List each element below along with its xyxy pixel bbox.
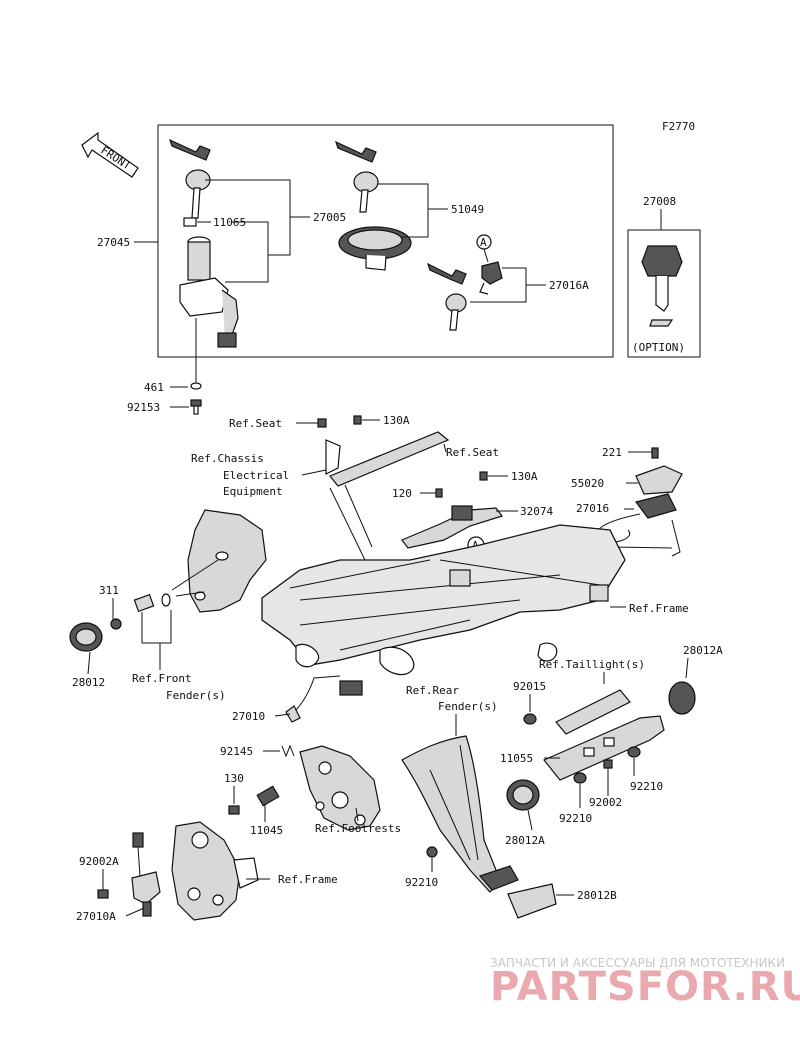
- option-key-icon: [641, 245, 683, 327]
- bolt-icon: [97, 889, 109, 899]
- callout-92153: 92153: [127, 401, 160, 414]
- callout-27005: 27005: [313, 211, 346, 224]
- callout-311: 311: [99, 584, 119, 597]
- fuel-cap: [338, 226, 412, 271]
- callout-55020: 55020: [571, 477, 604, 490]
- main-frame: [261, 524, 626, 676]
- callout-92015: 92015: [513, 680, 546, 693]
- watermark-logo: PARTSFOR.RU: [490, 964, 800, 1010]
- callout-28012A: 28012A: [505, 834, 545, 847]
- nut-icon: [627, 746, 641, 758]
- callout-27010A: 27010A: [76, 910, 116, 923]
- nut-icon: [573, 772, 587, 784]
- front-fender-bracket: [187, 509, 267, 613]
- diagram-code: F2770: [662, 120, 695, 133]
- bolt-icon: [228, 805, 240, 815]
- side-stand-bracket: [171, 821, 259, 921]
- ignition-kit-box: [157, 124, 614, 358]
- lock-cover: [635, 465, 683, 495]
- callout-11055: 11055: [500, 752, 533, 765]
- ref-footrests-label: Ref.Footrests: [315, 822, 401, 835]
- bolt-icon: [190, 399, 202, 415]
- reflector-round: [69, 622, 103, 652]
- lock-bracket: [401, 505, 503, 549]
- key-icon: [426, 262, 467, 331]
- callout-27016A: 27016A: [549, 279, 589, 292]
- ignition-switch: [179, 217, 239, 348]
- ref-seat-label: Ref.Seat: [229, 417, 282, 430]
- bolt-icon: [317, 418, 327, 428]
- license-plate-bracket: [543, 689, 665, 781]
- callout-28012B: 28012B: [577, 889, 617, 902]
- callout-92145: 92145: [220, 745, 253, 758]
- bolt-icon: [603, 759, 613, 769]
- ref-rear-fender-label: Fender(s): [438, 700, 498, 713]
- callout-28012A: 28012A: [683, 644, 723, 657]
- option-key-box: [627, 229, 701, 358]
- bolt-icon: [651, 447, 659, 459]
- seat-lock: [479, 261, 503, 295]
- seat-bracket-end: [325, 439, 341, 475]
- ref-frame-label: Ref.Frame: [629, 602, 689, 615]
- seat-lock-cable: [596, 493, 677, 543]
- bolt-icon: [435, 488, 443, 498]
- ref-taillight-label: Ref.Taillight(s): [539, 658, 645, 671]
- callout-11065: 11065: [213, 216, 246, 229]
- circle-a-label: A: [480, 236, 487, 249]
- key-icon: [168, 138, 211, 219]
- callout-92002A: 92002A: [79, 855, 119, 868]
- callout-92210: 92210: [405, 876, 438, 889]
- seat-bracket: [329, 431, 450, 487]
- nut-icon: [426, 846, 438, 858]
- callout-92002: 92002: [589, 796, 622, 809]
- ref-rear-fender-label: Ref.Rear: [406, 684, 459, 697]
- callout-27045: 27045: [97, 236, 130, 249]
- option-label: (OPTION): [632, 341, 685, 354]
- callout-27016: 27016: [576, 502, 609, 515]
- side-stand-switch: [285, 675, 363, 723]
- bolt-icon: [479, 471, 488, 481]
- nut-icon: [110, 618, 122, 630]
- callout-120: 120: [392, 487, 412, 500]
- ref-frame-label: Ref.Frame: [278, 873, 338, 886]
- nut-icon: [523, 713, 537, 725]
- washer-icon: [161, 593, 171, 607]
- callout-27010: 27010: [232, 710, 265, 723]
- callout-92210: 92210: [630, 780, 663, 793]
- callout-92210: 92210: [559, 812, 592, 825]
- grommet: [133, 593, 155, 613]
- front-arrow-icon: FRONT: [81, 131, 139, 178]
- ref-chassis-label: Ref.Chassis: [191, 452, 264, 465]
- callout-28012: 28012: [72, 676, 105, 689]
- reflector-round: [506, 779, 540, 811]
- reflector-round: [668, 681, 696, 715]
- rear-fender: [401, 735, 501, 893]
- spring-icon: [281, 744, 295, 758]
- ref-seat-label: Ref.Seat: [446, 446, 499, 459]
- watermark-tagline: ЗАПЧАСТИ И АКСЕССУАРЫ ДЛЯ МОТОТЕХНИКИ: [490, 956, 785, 970]
- washer-icon: [190, 382, 202, 390]
- callout-221: 221: [602, 446, 622, 459]
- key-icon: [334, 140, 379, 213]
- callout-27008: 27008: [643, 195, 676, 208]
- callout-11045: 11045: [250, 824, 283, 837]
- callout-32074: 32074: [520, 505, 553, 518]
- ref-front-fender-label: Fender(s): [166, 689, 226, 702]
- callout-51049: 51049: [451, 203, 484, 216]
- ref-chassis-label: Equipment: [223, 485, 283, 498]
- ref-chassis-label: Electrical: [223, 469, 289, 482]
- footrest-bracket: [299, 745, 381, 831]
- callout-130A: 130A: [383, 414, 410, 427]
- reflector-rectangular: [478, 865, 557, 919]
- bolt-icon: [353, 415, 362, 425]
- sensor-switch: [131, 832, 161, 917]
- ref-front-fender-label: Ref.Front: [132, 672, 192, 685]
- callout-461: 461: [144, 381, 164, 394]
- callout-130A: 130A: [511, 470, 538, 483]
- callout-130: 130: [224, 772, 244, 785]
- switch-body: [256, 785, 280, 807]
